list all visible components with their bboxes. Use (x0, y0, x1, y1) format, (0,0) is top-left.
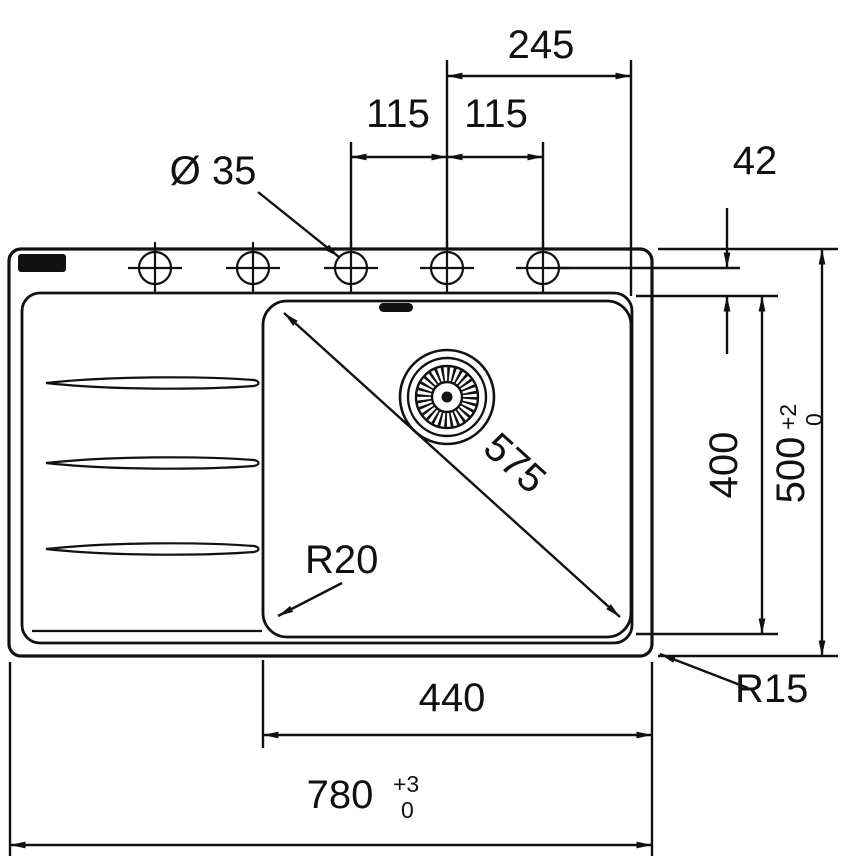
dim-r15-label: R15 (735, 667, 808, 711)
dim-780-tol-minus: 0 (401, 797, 414, 823)
dim-115-pair: 115 115 (349, 92, 545, 248)
dim-r20-label: R20 (305, 538, 378, 582)
dim-r20: R20 (277, 538, 378, 618)
dim-400: 400 (636, 296, 778, 636)
dim-575-label: 575 (475, 425, 554, 502)
dim-245: 245 (445, 23, 633, 296)
dim-115-right-label: 115 (464, 92, 528, 136)
dim-245-label: 245 (508, 23, 575, 67)
dim-780: 780 +3 0 (8, 662, 654, 856)
drainboard-grooves (45, 376, 260, 556)
dim-440: 440 (261, 660, 652, 748)
dim-115-left-label: 115 (366, 92, 430, 136)
dim-42: 42 (560, 139, 778, 354)
faucet-hole (226, 242, 280, 294)
drainboard-groove (45, 456, 260, 470)
dim-440-label: 440 (419, 676, 486, 720)
drainboard-groove (45, 542, 260, 556)
faucet-holes (128, 242, 570, 294)
dim-500: 500 +2 0 (658, 247, 838, 658)
dim-780-tol-plus: +3 (393, 771, 419, 797)
drainboard-groove (45, 376, 260, 390)
dim-r15: R15 (659, 652, 808, 711)
dim-780-label: 780 (307, 773, 374, 817)
dim-42-label: 42 (733, 139, 778, 183)
dim-hole-diameter-label: Ø 35 (170, 149, 257, 193)
faucet-hole (128, 242, 182, 294)
dim-500-label: 500 (769, 437, 813, 504)
overflow-slot (379, 303, 413, 312)
faucet-hole (324, 242, 378, 294)
dim-500-tol-plus: +2 (775, 404, 801, 430)
sink-body (7, 242, 654, 658)
drain-center-knob (441, 391, 453, 403)
sink-outer-edge (7, 247, 654, 658)
bowl (261, 299, 633, 639)
dim-500-tol-minus: 0 (801, 413, 827, 426)
dim-400-label: 400 (702, 432, 746, 499)
dim-hole-diameter: Ø 35 (170, 149, 340, 258)
brand-logo (18, 254, 66, 272)
faucet-hole (420, 242, 474, 294)
